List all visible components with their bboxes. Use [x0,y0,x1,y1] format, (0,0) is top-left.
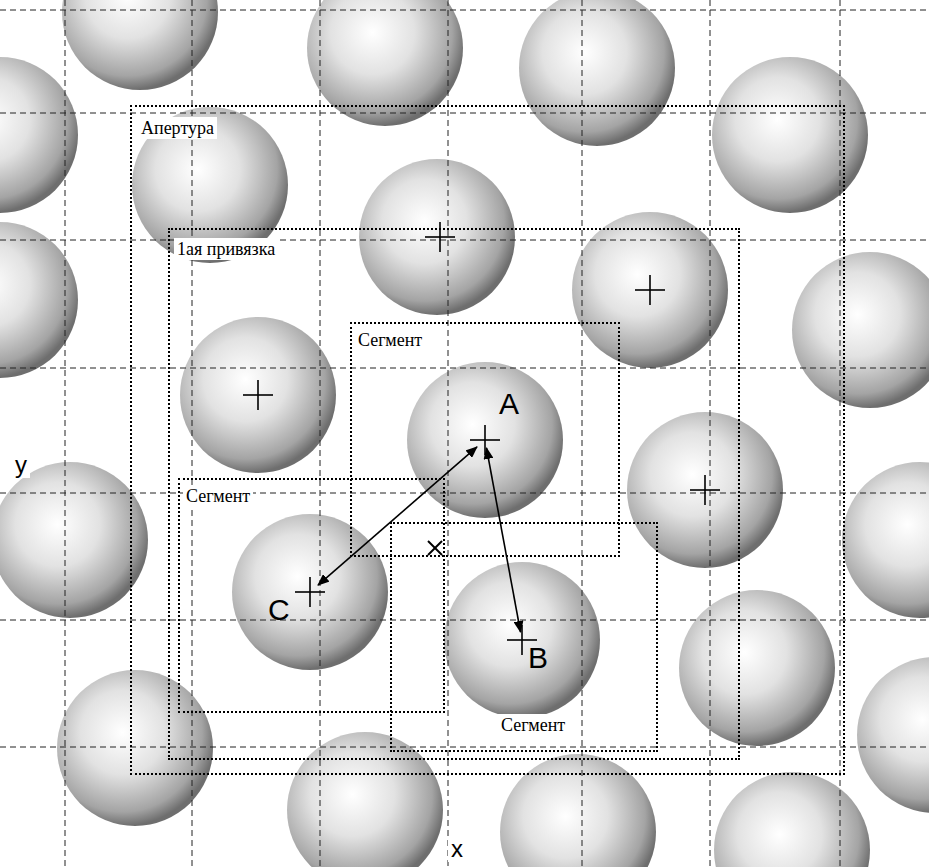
particle [857,657,929,813]
centre-cross [635,275,665,305]
grid-line [448,0,449,867]
axis-label: x [448,836,466,862]
particle [627,412,783,568]
grid-line [0,493,929,494]
particle [0,57,78,213]
frame-title: Сегмент [355,329,425,351]
centre-cross [470,425,500,455]
particle [232,514,388,670]
grid-line [0,113,929,114]
particle [679,590,835,746]
grid-line [0,368,929,369]
aperture-frame: Апертура1ая привязкаСегментAСегментCСегм… [130,105,845,775]
particle [714,772,870,867]
point-label: C [268,594,290,626]
particle [57,670,213,826]
grid-line [320,0,321,867]
particle [572,212,728,368]
distance-arrow [486,448,520,632]
particle [307,0,463,126]
centre-cross [243,380,273,410]
particle [287,732,443,867]
anchor-frame: 1ая привязкаСегментAСегментCСегментB [168,228,740,760]
segment-frame: Сегмент B [390,522,658,752]
particle [500,754,656,867]
axis-label-text: x [448,836,466,862]
centre-cross [690,475,720,505]
axis-label: y [12,452,30,478]
grid-line [582,0,583,867]
particle [444,562,600,718]
particle [62,0,218,90]
frame-title: Сегмент [498,714,568,736]
grid-line [0,10,929,11]
segment-frame: СегментC [178,478,445,713]
frame-title: 1ая привязка [174,238,278,260]
point-marker: C [302,584,318,600]
centre-cross [295,577,325,607]
particle [0,462,148,618]
grid-line [65,0,66,867]
particle [180,317,336,473]
grid-line [710,0,711,867]
grid-line [0,620,929,621]
frame-title: Апертура [138,117,217,139]
particle [519,0,675,146]
point-marker: A [477,432,493,448]
point-label: B [528,642,548,674]
mark-cross [428,541,442,555]
centre-cross [425,222,455,252]
point-label: A [499,388,519,420]
grid-line [840,0,841,867]
particle [0,222,78,378]
grid-line [0,240,929,241]
particle [792,252,929,408]
axis-label-text: y [12,452,30,478]
distance-arrow [318,447,477,585]
grid-line [0,747,929,748]
particle [842,462,929,618]
particle [359,159,515,315]
frame-title: Сегмент [183,485,253,507]
particle [407,362,563,518]
point-marker: B [514,632,530,648]
